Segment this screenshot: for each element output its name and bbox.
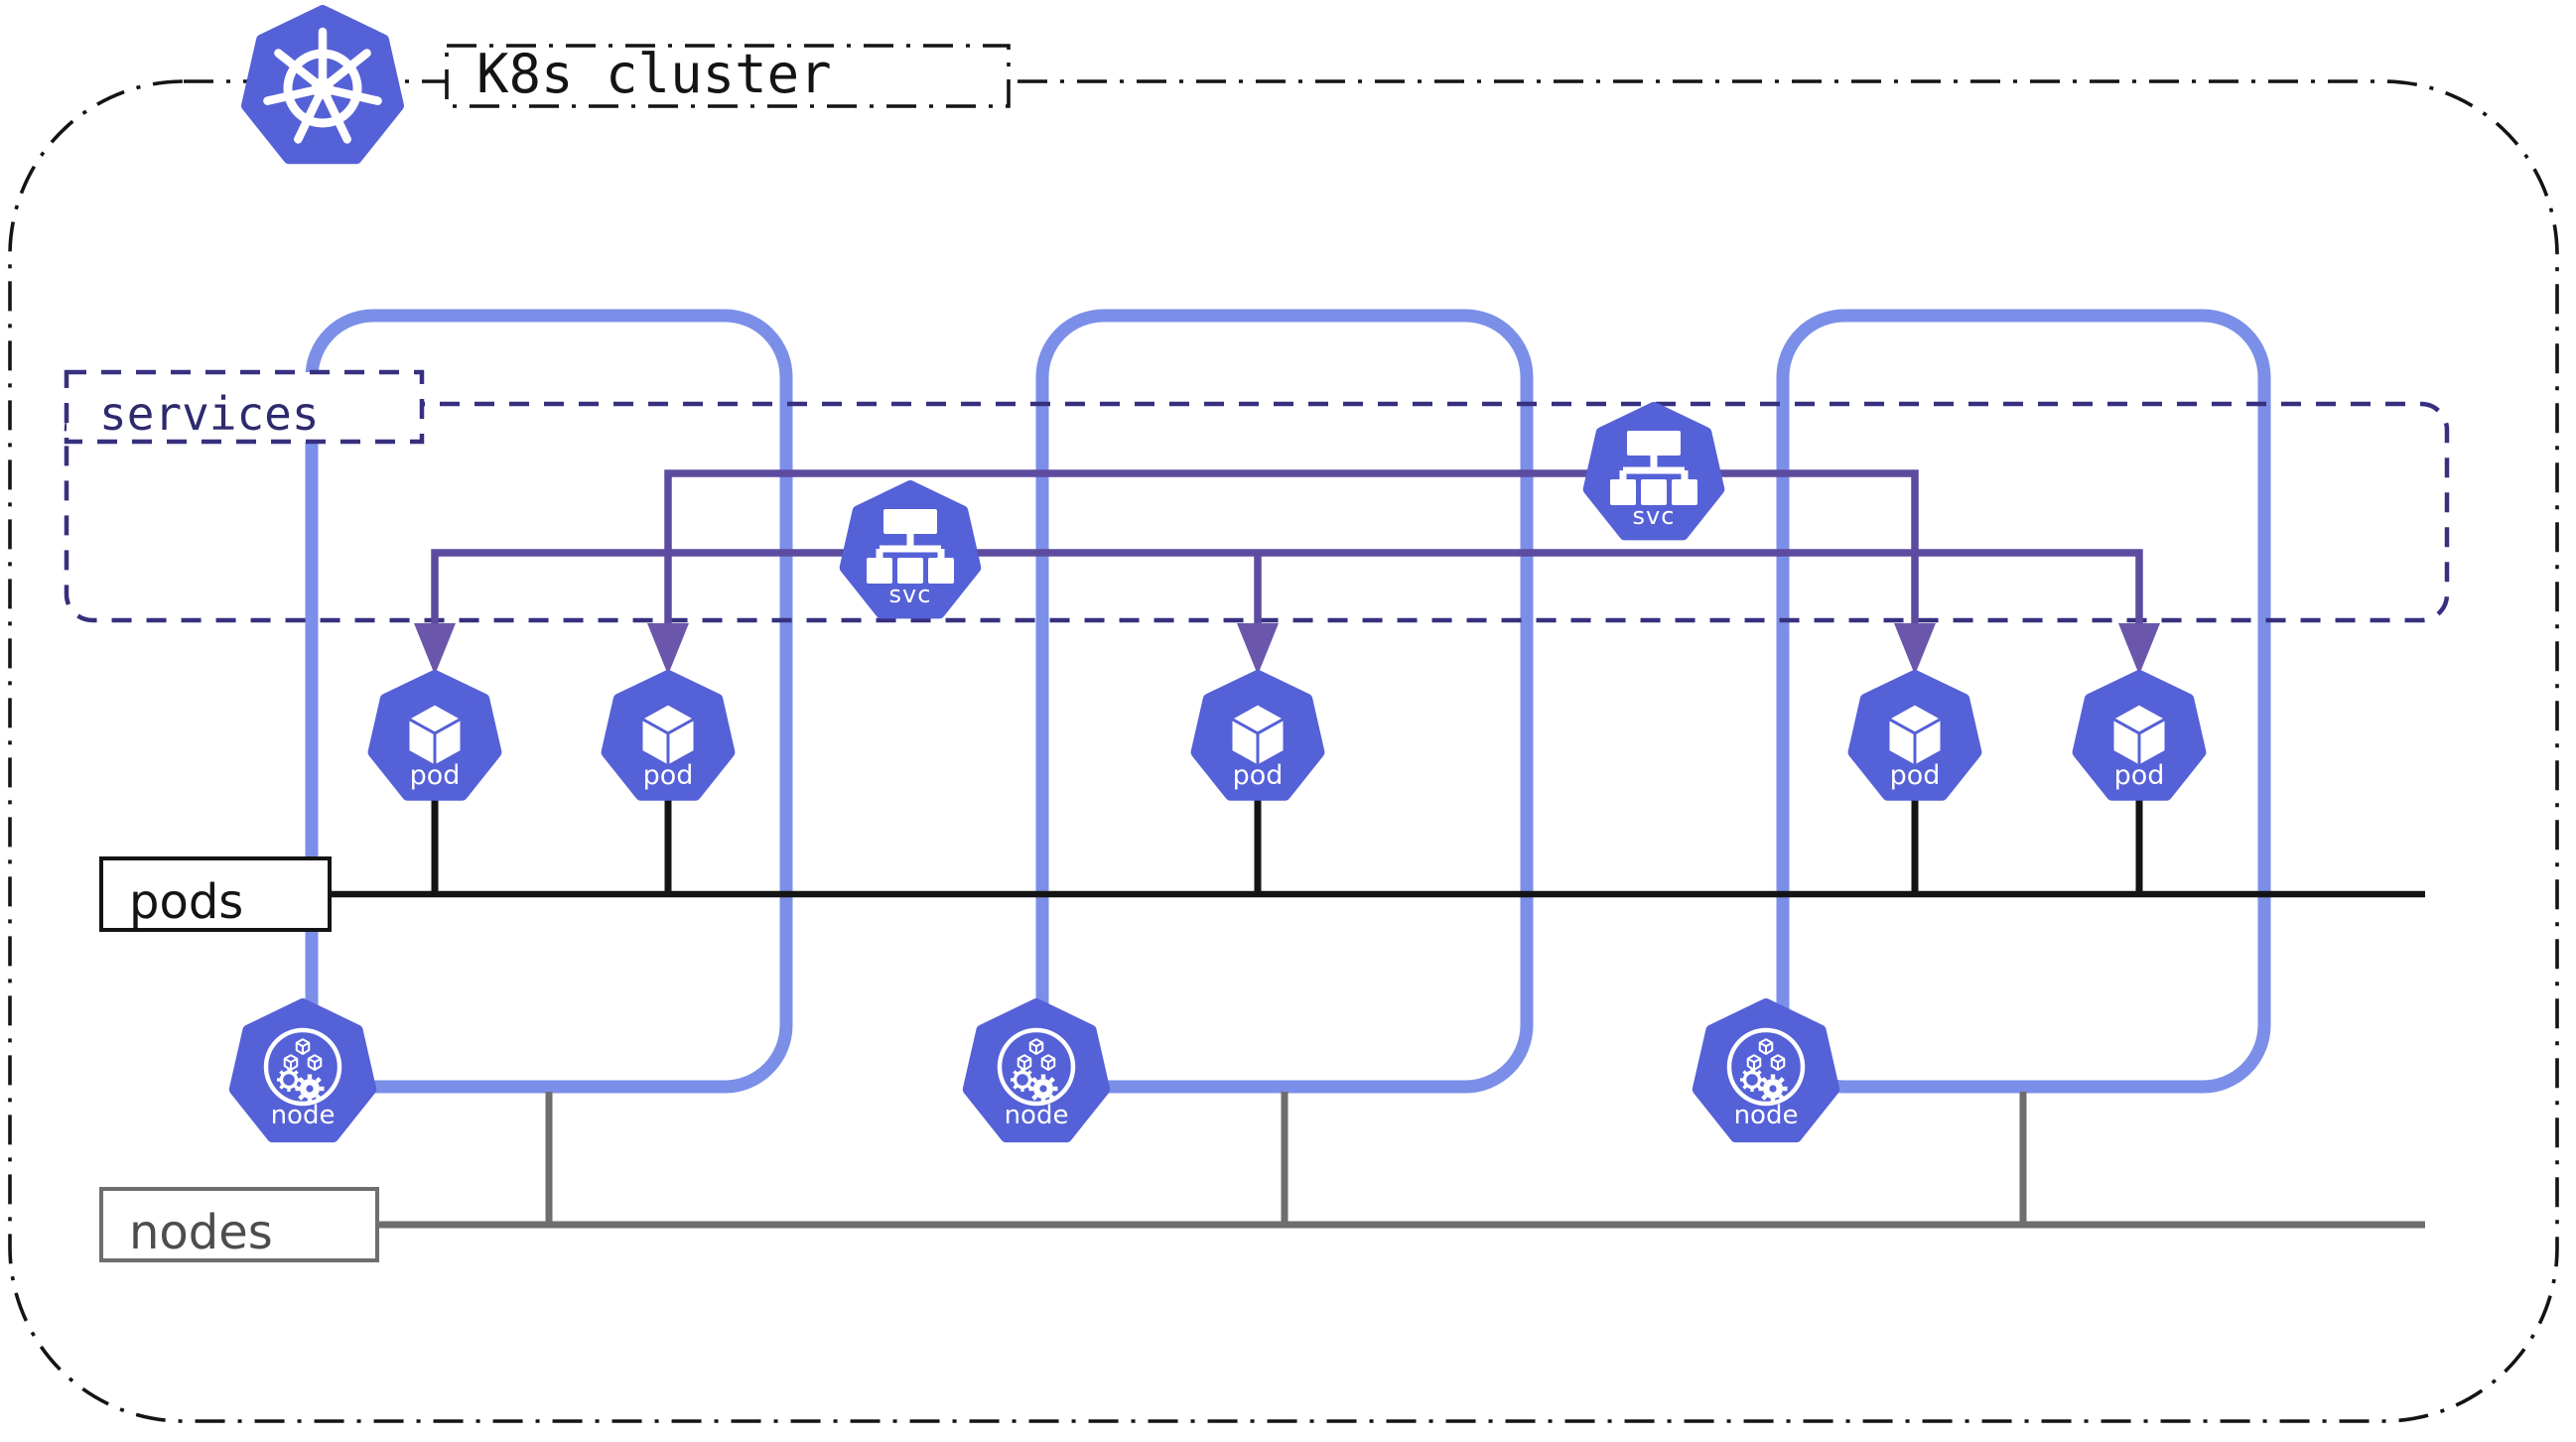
node-icon-1 [235, 1004, 370, 1136]
pods-label-box [99, 856, 332, 932]
kubernetes-logo-icon [241, 5, 404, 165]
svc-icon-1 [846, 486, 976, 612]
service-line-2 [647, 469, 1936, 675]
services-label: services [99, 387, 320, 441]
pod-icon-1 [374, 676, 496, 795]
node-icon-3 [1698, 1004, 1833, 1136]
node-stems [545, 1092, 2027, 1225]
pod-icon-5 [2079, 676, 2201, 795]
node-rect-1 [305, 309, 793, 1094]
arrow-down-icon [1894, 623, 1936, 675]
svc-icon-2 [1589, 408, 1719, 534]
service-line-1 [414, 549, 2160, 675]
arrow-down-icon [1237, 623, 1279, 675]
pod-icon-3 [1197, 676, 1319, 795]
node-icon-2 [969, 1004, 1104, 1136]
services-label-box [64, 369, 425, 445]
node-rect-3 [1776, 309, 2271, 1094]
arrow-down-icon [647, 623, 689, 675]
node-rect-2 [1035, 309, 1534, 1094]
nodes-label-box [99, 1187, 379, 1262]
services-group-box [64, 401, 2450, 623]
cluster-boundary [8, 79, 2559, 1423]
nodes-label: nodes [129, 1205, 273, 1260]
pods-label: pods [129, 874, 243, 930]
pod-stems [431, 792, 2143, 894]
pod-icon-2 [608, 676, 730, 795]
pod-icon-4 [1854, 676, 1976, 795]
arrow-down-icon [414, 623, 456, 675]
cluster-label: K8s cluster [476, 43, 832, 105]
cluster-label-box [445, 44, 1011, 108]
arrow-down-icon [2118, 623, 2160, 675]
